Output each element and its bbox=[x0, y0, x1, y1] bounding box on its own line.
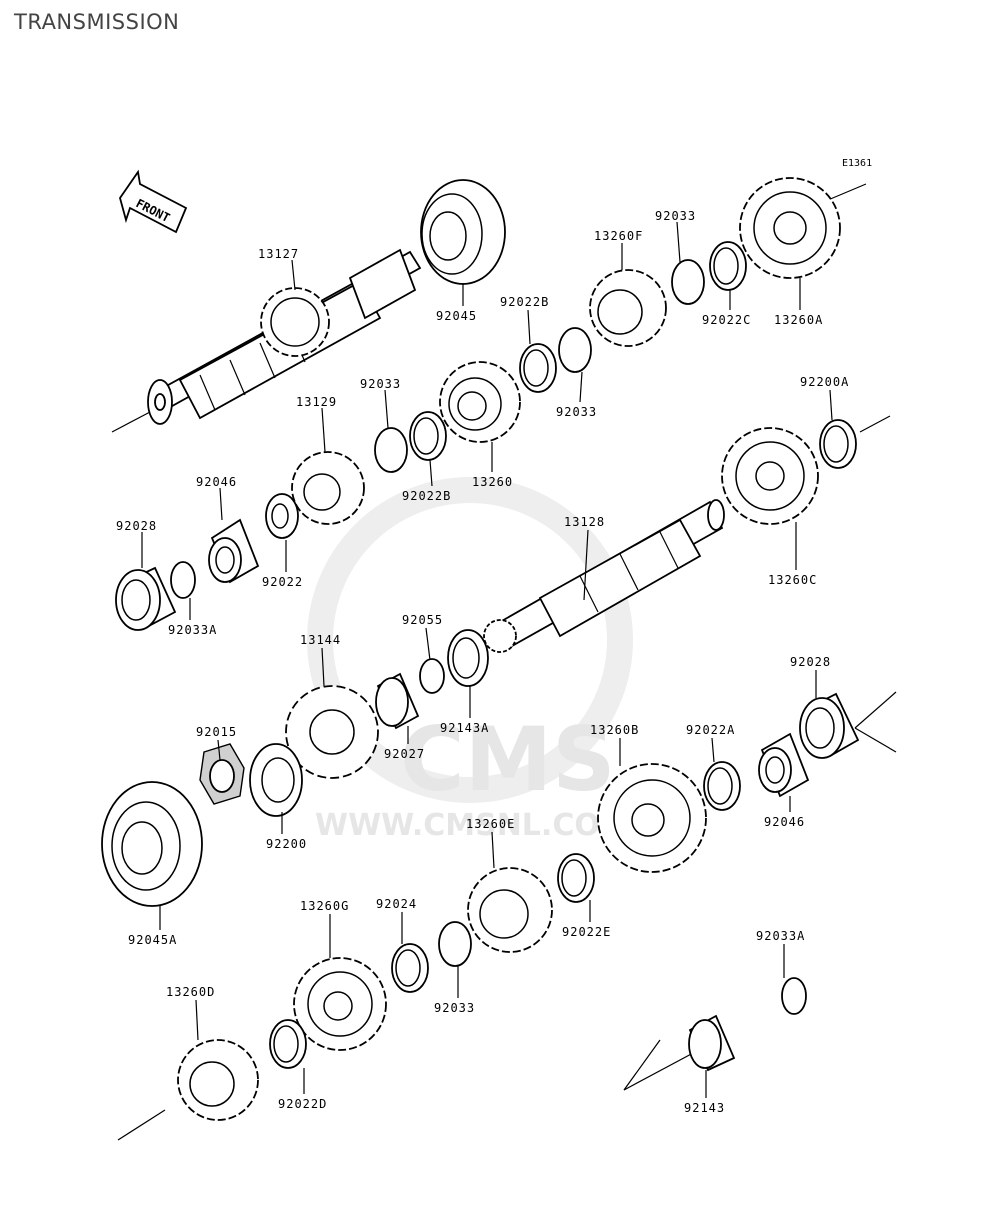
washer-92024 bbox=[391, 943, 429, 993]
bushing-92143A bbox=[447, 629, 489, 687]
washer-92022A bbox=[703, 761, 741, 811]
circlip-92033c bbox=[374, 427, 408, 473]
washer-92022C bbox=[709, 241, 747, 291]
part-label-13128: 13128 bbox=[564, 515, 605, 529]
diagram-code: E1361 bbox=[842, 158, 872, 169]
axis-lines bbox=[111, 183, 897, 1141]
part-label-92055: 92055 bbox=[402, 613, 443, 627]
part-labels: 13127 92045 13260F 92033 92022C 13260A 9… bbox=[116, 209, 849, 1115]
circlip-92033A-left bbox=[170, 561, 196, 599]
oring-92055 bbox=[419, 658, 445, 694]
part-label-92022B-top: 92022B bbox=[500, 295, 549, 309]
part-label-92022E: 92022E bbox=[562, 925, 611, 939]
part-label-92022: 92022 bbox=[262, 575, 303, 589]
part-label-92022A: 92022A bbox=[686, 723, 735, 737]
nut-92015 bbox=[199, 743, 245, 805]
part-label-92022B: 92022B bbox=[402, 489, 451, 503]
circlip-92033d bbox=[438, 921, 472, 967]
part-label-13260E: 13260E bbox=[466, 817, 515, 831]
part-label-13260C: 13260C bbox=[768, 573, 817, 587]
watermark-brand: CMS bbox=[400, 708, 616, 811]
gear-13260A bbox=[739, 177, 841, 279]
watermark: CMS WWW.CMSNL.COM bbox=[307, 477, 633, 843]
part-label-92143A: 92143A bbox=[440, 721, 489, 735]
bearing-92028b bbox=[799, 692, 860, 759]
washer-92022B bbox=[409, 411, 447, 461]
gear-13260E bbox=[467, 867, 553, 953]
part-label-92033d: 92033 bbox=[434, 1001, 475, 1015]
part-label-92024: 92024 bbox=[376, 897, 417, 911]
part-label-13260A: 13260A bbox=[774, 313, 823, 327]
washer-92022B-top bbox=[519, 343, 557, 393]
part-label-13260D: 13260D bbox=[166, 985, 215, 999]
gear-13260D bbox=[177, 1039, 259, 1121]
washer-92022E bbox=[557, 853, 595, 903]
part-label-92033A-right: 92033A bbox=[756, 929, 805, 943]
part-label-92028b: 92028 bbox=[790, 655, 831, 669]
bearing-92045 bbox=[420, 179, 506, 285]
part-label-13260: 13260 bbox=[472, 475, 513, 489]
gear-13127 bbox=[260, 287, 330, 357]
part-label-92200: 92200 bbox=[266, 837, 307, 851]
front-arrow: FRONT bbox=[119, 169, 188, 234]
collar-92027 bbox=[375, 672, 420, 730]
sprocket-13144 bbox=[285, 685, 379, 779]
part-label-92022C: 92022C bbox=[702, 313, 751, 327]
needle-bearing-92046a bbox=[208, 518, 260, 584]
part-label-92015: 92015 bbox=[196, 725, 237, 739]
part-label-92143: 92143 bbox=[684, 1101, 725, 1115]
part-label-13260G: 13260G bbox=[300, 899, 349, 913]
gear-13129 bbox=[291, 451, 365, 525]
part-label-92033A-left: 92033A bbox=[168, 623, 217, 637]
leader-lines bbox=[141, 221, 833, 1098]
circlip-92033a bbox=[671, 259, 705, 305]
gear-13260C bbox=[721, 427, 819, 525]
gear-13260F bbox=[589, 269, 667, 347]
part-label-13129: 13129 bbox=[296, 395, 337, 409]
watermark-url: WWW.CMSNL.COM bbox=[315, 808, 630, 843]
part-label-92033c: 92033 bbox=[360, 377, 401, 391]
washer-92022D bbox=[269, 1019, 307, 1069]
bearing-92045A bbox=[101, 781, 203, 907]
needle-bearing-92046b bbox=[758, 732, 810, 798]
shaft-13128 bbox=[483, 499, 725, 653]
part-label-13260B: 13260B bbox=[590, 723, 639, 737]
part-label-92033b: 92033 bbox=[556, 405, 597, 419]
circlip-92033A-right bbox=[781, 977, 807, 1015]
part-label-92027: 92027 bbox=[384, 747, 425, 761]
gear-13260 bbox=[439, 361, 521, 443]
part-label-92046b: 92046 bbox=[764, 815, 805, 829]
gear-13260B bbox=[597, 763, 707, 873]
part-label-13144: 13144 bbox=[300, 633, 341, 647]
circlip-92033b bbox=[558, 327, 592, 373]
part-label-92200A: 92200A bbox=[800, 375, 849, 389]
washer-92022 bbox=[265, 493, 299, 539]
part-label-92046a: 92046 bbox=[196, 475, 237, 489]
lock-washer-92200 bbox=[249, 743, 303, 817]
part-label-92045: 92045 bbox=[436, 309, 477, 323]
part-label-92033a: 92033 bbox=[655, 209, 696, 223]
part-label-13127: 13127 bbox=[258, 247, 299, 261]
washer-92200A bbox=[819, 419, 857, 469]
part-label-92028a: 92028 bbox=[116, 519, 157, 533]
bushing-92143 bbox=[688, 1014, 736, 1072]
bearing-92028a bbox=[115, 566, 177, 631]
part-label-92022D: 92022D bbox=[278, 1097, 327, 1111]
gear-13260G bbox=[293, 957, 387, 1051]
part-label-13260F: 13260F bbox=[594, 229, 643, 243]
page-title: TRANSMISSION bbox=[14, 10, 180, 34]
part-label-92045A: 92045A bbox=[128, 933, 177, 947]
